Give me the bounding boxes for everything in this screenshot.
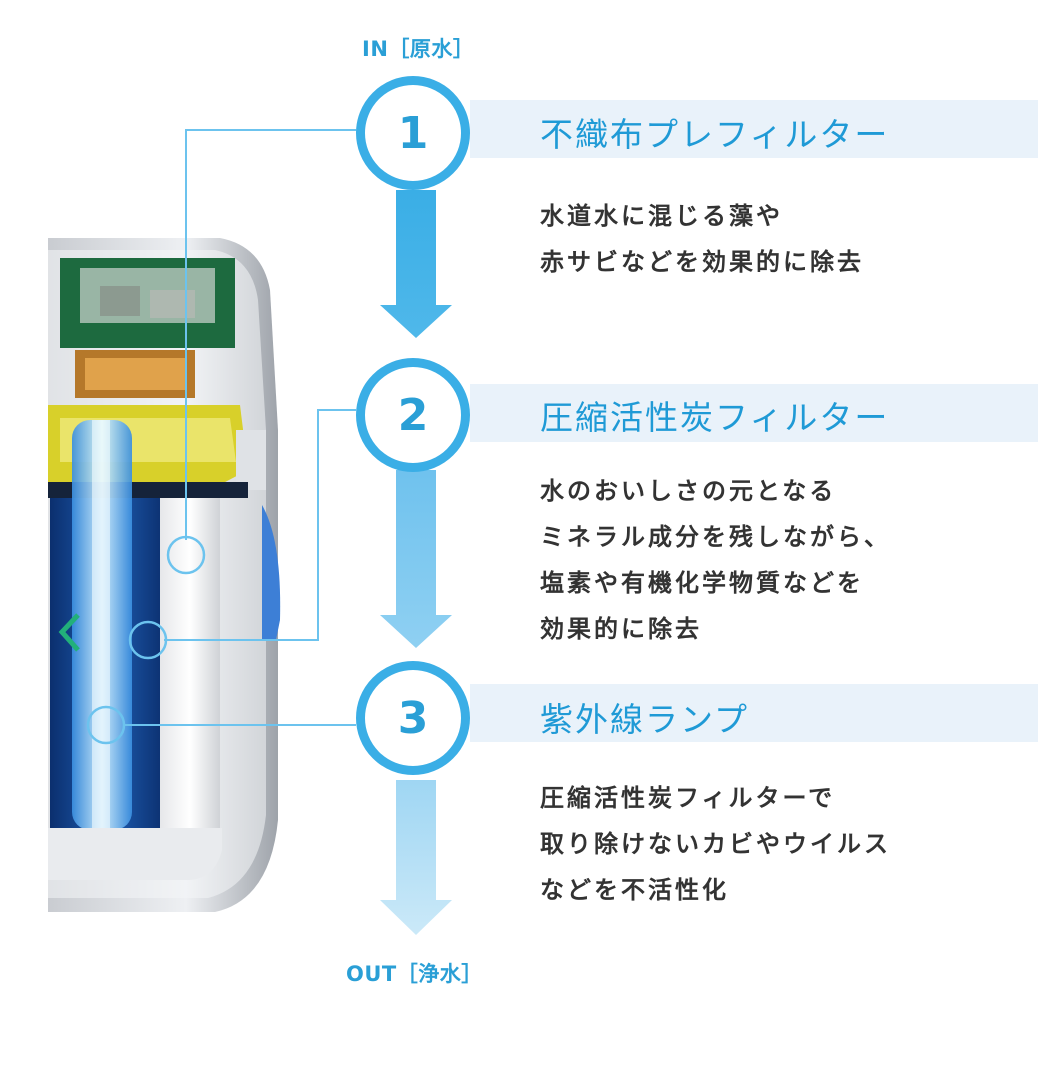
step-3-band — [470, 684, 1038, 742]
marker-2 — [128, 620, 168, 660]
outlet-label: OUT［浄水］ — [346, 962, 483, 986]
flow-arrow-3 — [380, 780, 452, 935]
step-3-line: 圧縮活性炭フィルターで — [540, 784, 836, 812]
marker-1 — [166, 535, 206, 575]
leader-line-2 — [164, 409, 356, 641]
step-2-line: 効果的に除去 — [540, 615, 702, 643]
step-3-description: 圧縮活性炭フィルターで 取り除けないカビやウイルス などを不活性化 — [540, 775, 891, 913]
step-1-band — [470, 100, 1038, 158]
marker-3 — [86, 705, 126, 745]
step-1-description: 水道水に混じる藻や 赤サビなどを効果的に除去 — [540, 193, 864, 285]
step-2-band — [470, 384, 1038, 442]
step-3-line: などを不活性化 — [540, 876, 729, 904]
step-2-line: ミネラル成分を残しながら、 — [540, 523, 891, 551]
step-2-line: 水のおいしさの元となる — [540, 477, 837, 505]
step-2-description: 水のおいしさの元となる ミネラル成分を残しながら、 塩素や有機化学物質などを 効… — [540, 468, 891, 652]
step-1-line: 水道水に混じる藻や — [540, 202, 783, 230]
step-3-line: 取り除けないカビやウイルス — [540, 830, 891, 858]
step-2-title: 圧縮活性炭フィルター — [540, 398, 890, 437]
step-1-line: 赤サビなどを効果的に除去 — [540, 248, 864, 276]
step-3-number: 3 — [356, 661, 470, 775]
flow-arrow-1 — [380, 190, 452, 338]
flow-arrow-2 — [380, 470, 452, 648]
pre-filter-wrap — [160, 498, 220, 828]
leader-line-1 — [185, 129, 356, 540]
step-1-number: 1 — [356, 76, 470, 190]
step-1-title: 不織布プレフィルター — [540, 115, 890, 154]
step-2-number: 2 — [356, 358, 470, 472]
inlet-label: IN［原水］ — [362, 37, 475, 61]
step-3-title: 紫外線ランプ — [540, 700, 750, 739]
step-2-line: 塩素や有機化学物質などを — [540, 569, 864, 597]
